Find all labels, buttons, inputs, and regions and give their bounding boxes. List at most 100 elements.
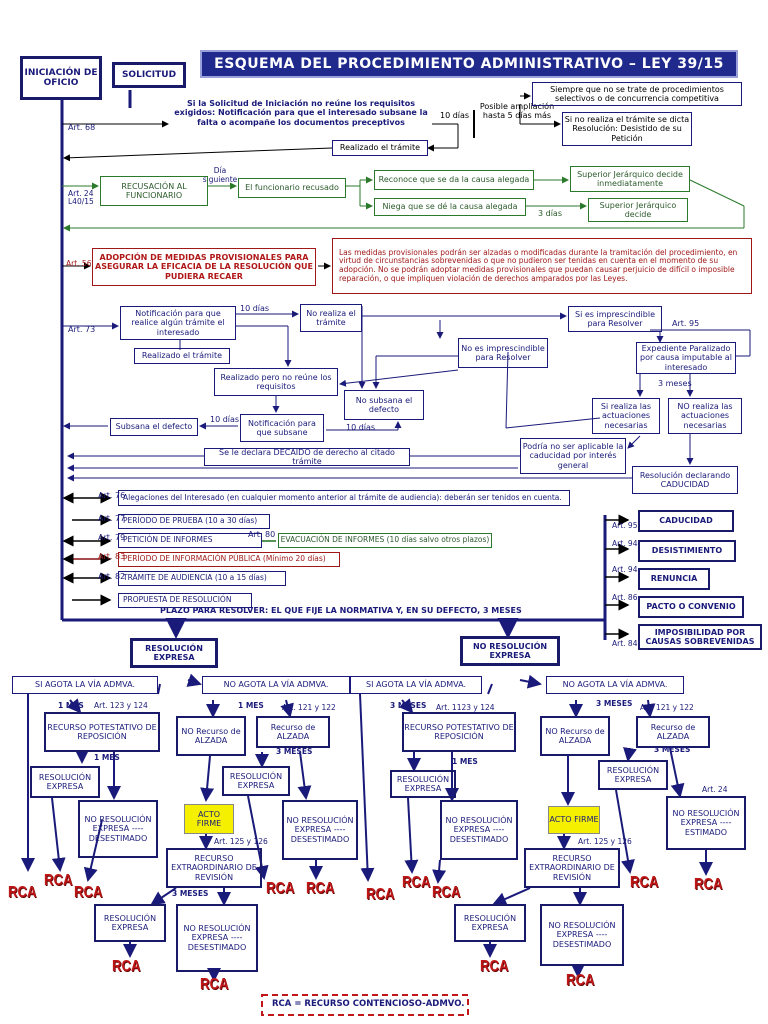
art86-label: Art. 86 [612, 593, 638, 602]
realizado-tramite-box: Realizado el trámite [332, 140, 428, 156]
recusacion-box: RECUSACIÓN AL FUNCIONARIO [100, 176, 208, 206]
plazo-resolver-text: PLAZO PARA RESOLVER: EL QUE FIJE LA NORM… [160, 606, 522, 615]
dia-siguiente-text: Día siguiente [202, 166, 238, 184]
meses3-c: 3 MESES [390, 701, 427, 710]
art80-label: Art. 80 [248, 530, 276, 539]
mes1-b: 1 MES [238, 701, 264, 710]
desestimado-right-a: NO RESOLUCIÓN EXPRESA ---- DESESTIMADO [440, 800, 518, 860]
rca-label: RCA [480, 958, 509, 975]
rca-label: RCA [402, 874, 431, 891]
estimado-right: NO RESOLUCIÓN EXPRESA ---- ESTIMADO [666, 796, 746, 850]
rca-label: RCA [432, 884, 461, 901]
recurso-alzada-right: Recurso de ALZADA [636, 716, 710, 748]
no-realiza-act-box: NO realiza las actuaciones necesarias [668, 398, 742, 434]
no-reune-box: Realizado pero no reúne los requisitos [214, 368, 338, 396]
reconoce-box: Reconoce que se da la causa alegada [374, 170, 534, 190]
desestimado-left-a: NO RESOLUCIÓN EXPRESA ---- DESESTIMADO [78, 800, 158, 858]
resexpresa-left-b: RESOLUCIÓN EXPRESA [222, 766, 290, 796]
desistido-box: Si no realiza el trámite se dicta Resolu… [562, 112, 692, 146]
no-agota-left: NO AGOTA LA VÍA ADMVA. [202, 676, 350, 694]
art73-label: Art. 73 [68, 325, 96, 334]
art94b-label: Art. 94 [612, 565, 638, 574]
reposicion-left: RECURSO POTESTATIVO DE REPOSICIÓN [44, 712, 160, 752]
resexpresa-right-b: RESOLUCIÓN EXPRESA [598, 760, 668, 790]
art84-label: Art. 84 [612, 639, 638, 648]
si-agota-left: SI AGOTA LA VÍA ADMVA. [12, 676, 158, 694]
dias10-tramite-b: 10 días [210, 415, 240, 424]
art94a-label: Art. 94 [612, 539, 638, 548]
acto-firme-left: ACTO FIRME [184, 804, 234, 834]
meses3-d: 3 MESES [596, 699, 633, 708]
art125-right: Art. 125 y 126 [578, 837, 632, 846]
mes1-c: 1 MES [94, 753, 120, 762]
meses3-e: 3 MESES [654, 745, 691, 754]
no-realiza-tramite-box: No realiza el trámite [300, 304, 362, 332]
rca-legend: RCA = RECURSO CONTENCIOSO-ADMVO. [272, 999, 465, 1009]
rca-label: RCA [566, 972, 595, 989]
art83-label: Art. 83 [98, 552, 126, 561]
rca-label: RCA [112, 958, 141, 975]
iniciacion-oficio-box: INICIACIÓN DE OFICIO [20, 56, 102, 100]
rca-label: RCA [74, 884, 103, 901]
prueba-box: PERÍODO DE PRUEBA (10 a 30 días) [118, 514, 270, 529]
subsane-text: Si la Solicitud de Iniciación no reúne l… [174, 99, 428, 127]
realizado-tramite-2-box: Realizado el trámite [134, 348, 230, 364]
art1123-right: Art. 1123 y 124 [436, 703, 495, 712]
page-title: ESQUEMA DEL PROCEDIMIENTO ADMINISTRATIVO… [200, 50, 738, 78]
subsana-box: Subsana el defecto [110, 418, 198, 436]
rca-label: RCA [694, 876, 723, 893]
desestimado-left-c: NO RESOLUCIÓN EXPRESA ---- DESESTIMADO [176, 904, 258, 972]
no-subsana-box: No subsana el defecto [344, 390, 424, 420]
mes1-a: 1 MES [58, 701, 84, 710]
art24-right: Art. 24 [702, 785, 728, 794]
resolucion-expresa-main: RESOLUCIÓN EXPRESA [130, 638, 218, 668]
extraordinario-left: RECURSO EXTRAORDINARIO DE REVISIÓN [166, 848, 262, 888]
informacion-publica-box: PERÍODO DE INFORMACIÓN PÚBLICA (Mínimo 2… [118, 552, 340, 567]
peticion-informes-box: PETICIÓN DE INFORMES [118, 533, 262, 548]
resolucion-caducidad-box: Resolución declarando CADUCIDAD [632, 466, 738, 494]
superior-decide-box: Superior Jerárquico decide [588, 198, 688, 222]
funcionario-recusado-box: El funcionario recusado [238, 178, 346, 198]
art77-label: Art. 77 [98, 514, 126, 523]
medidas-provisionales-box: ADOPCIÓN DE MEDIDAS PROVISIONALES PARA A… [92, 248, 316, 286]
ampliacion-text: Posible ampliación hasta 5 días más [479, 101, 555, 120]
selectivos-box: Siempre que no se trate de procedimiento… [532, 82, 742, 106]
rca-label: RCA [200, 976, 229, 993]
dias10-tramite-c: 10 días [346, 423, 376, 432]
desistimiento-box: DESISTIMIENTO [638, 540, 736, 562]
meses3-tramite: 3 meses [658, 379, 692, 388]
medidas-nota-box: Las medidas provisionales podrán ser alz… [332, 238, 752, 294]
art24-label: Art. 24 L40/15 [68, 189, 94, 207]
legend-frame [261, 994, 469, 1016]
art56-label: Art. 56 [66, 259, 92, 268]
acto-firme-right: ACTO FIRME [548, 806, 600, 834]
podria-no-aplicable-box: Podría no ser aplicable la caducidad por… [520, 438, 626, 474]
solicitud-box: SOLICITUD [112, 62, 186, 88]
si-agota-right: SI AGOTA LA VÍA ADMVA. [350, 676, 482, 694]
no-recurso-alzada-left: NO Recurso de ALZADA [176, 716, 246, 756]
no-resolucion-expresa-main: NO RESOLUCIÓN EXPRESA [460, 636, 560, 666]
art68-label: Art. 68 [68, 123, 96, 132]
alegaciones-box: Alegaciones del Interesado (en cualquier… [118, 490, 570, 506]
paralizado-box: Expediente Paralizado por causa imputabl… [636, 342, 736, 374]
caducidad-box: CADUCIDAD [638, 510, 734, 532]
art121-right: Art. 121 y 122 [640, 703, 694, 712]
desestimado-right-c: NO RESOLUCIÓN EXPRESA ---- DESESTIMADO [540, 904, 624, 966]
si-imprescindible-box: Si es imprescindible para Resolver [568, 306, 662, 332]
resexpresa-left-a: RESOLUCIÓN EXPRESA [30, 766, 100, 798]
evacuacion-informes-box: EVACUACIÓN DE INFORMES (10 días salvo ot… [278, 533, 492, 548]
meses3-b: 3 MESES [172, 889, 209, 898]
art95-tramite-label: Art. 95 [672, 319, 700, 328]
extraordinario-right: RECURSO EXTRAORDINARIO DE REVISIÓN [524, 848, 620, 888]
reposicion-right: RECURSO POTESTATIVO DE REPOSICIÓN [402, 712, 516, 752]
dias3-recusacion: 3 días [538, 209, 563, 218]
art121-left: Art. 121 y 122 [282, 703, 336, 712]
notificacion-subsane-box: Notificación para que subsane [240, 414, 324, 442]
art125-left: Art. 125 y 126 [214, 837, 268, 846]
audiencia-box: TRÁMITE DE AUDIENCIA (10 a 15 días) [118, 571, 286, 586]
mes1-d: 1 MES [452, 757, 478, 766]
art123-left: Art. 123 y 124 [94, 701, 148, 710]
rca-label: RCA [44, 872, 73, 889]
meses3-a: 3 MESES [276, 747, 313, 756]
si-realiza-act-box: Si realiza las actuaciones necesarias [592, 398, 660, 434]
